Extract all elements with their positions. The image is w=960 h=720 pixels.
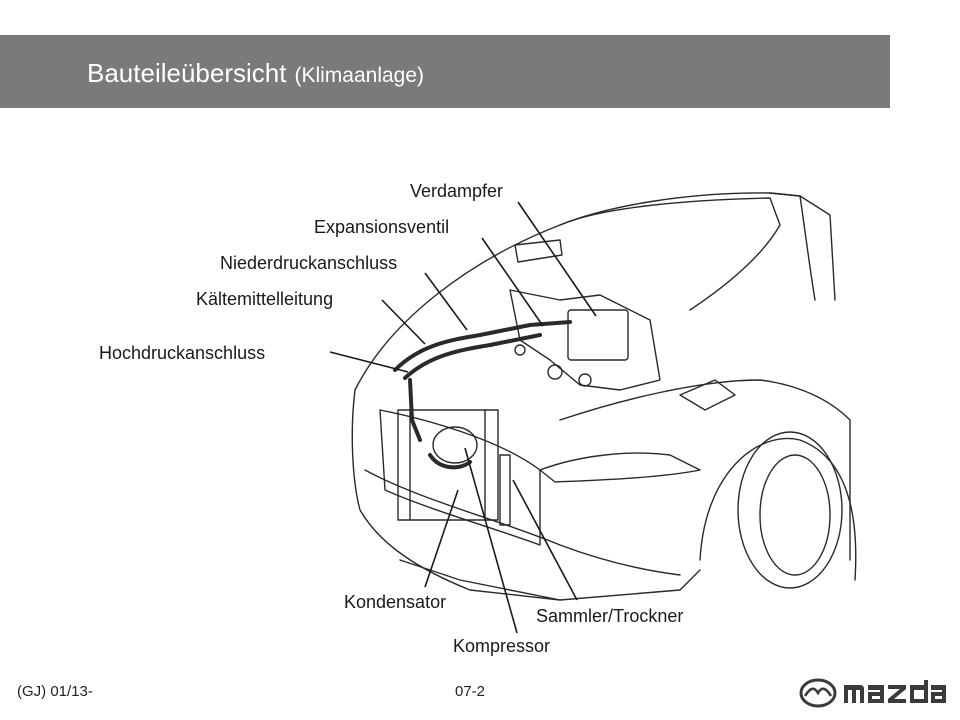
mazda-logo — [799, 678, 946, 708]
title-main-text: Bauteileübersicht — [87, 58, 287, 88]
car-wheel — [737, 431, 843, 589]
leader-hochdruck — [329, 351, 409, 373]
title-bar — [0, 35, 890, 108]
car-front-left — [351, 389, 561, 601]
evaporator-box — [567, 309, 629, 361]
hose-down — [408, 378, 422, 442]
car-fender — [559, 379, 851, 561]
leader-niederdruck — [424, 272, 468, 331]
leader-verdampfer — [517, 201, 597, 317]
car-a-pillar — [769, 192, 836, 301]
footer-code: (GJ) 01/13- — [17, 683, 93, 700]
label-kondensator: Kondensator — [344, 592, 447, 612]
label-kompressor: Kompressor — [453, 636, 551, 656]
car-wheel-inner — [759, 454, 831, 576]
label-expansionsventil: Expansionsventil — [314, 217, 450, 237]
leader-expansionsventil — [481, 237, 544, 327]
page-title: Bauteileübersicht (Klimaanlage) — [87, 58, 424, 89]
leader-kompressor — [464, 447, 518, 634]
refrigerant-line — [393, 320, 572, 372]
car-mirror — [679, 379, 736, 411]
label-verdampfer: Verdampfer — [410, 181, 504, 201]
label-hochdruckanschluss: Hochdruckanschluss — [99, 343, 266, 363]
leader-sammler — [512, 479, 578, 601]
leader-kaeltemittel — [381, 299, 426, 345]
car-hood-outline — [354, 192, 816, 391]
mazda-wordmark — [844, 680, 946, 703]
label-kaeltemittelleitung: Kältemittelleitung — [196, 289, 334, 309]
car-windshield — [559, 197, 781, 311]
leader-kondensator — [424, 489, 459, 588]
mazda-logo-icon — [799, 678, 837, 708]
car-bumper — [364, 469, 681, 576]
receiver-drier — [499, 454, 511, 526]
label-sammler-trockner: Sammler/Trockner — [536, 606, 684, 626]
car-grille-frame — [379, 409, 541, 546]
title-sub-text: (Klimaanlage) — [294, 64, 425, 87]
refrigerant-line-2 — [403, 333, 542, 380]
intake-tube — [514, 239, 563, 263]
engine-parts — [509, 289, 661, 391]
page-number: 07-2 — [455, 683, 486, 700]
car-front-bottom — [399, 559, 701, 601]
car-wheel-arch — [699, 437, 857, 581]
car-headlight — [539, 452, 701, 483]
compressor — [432, 426, 478, 464]
label-niederdruckanschluss: Niederdruckanschluss — [220, 253, 398, 273]
